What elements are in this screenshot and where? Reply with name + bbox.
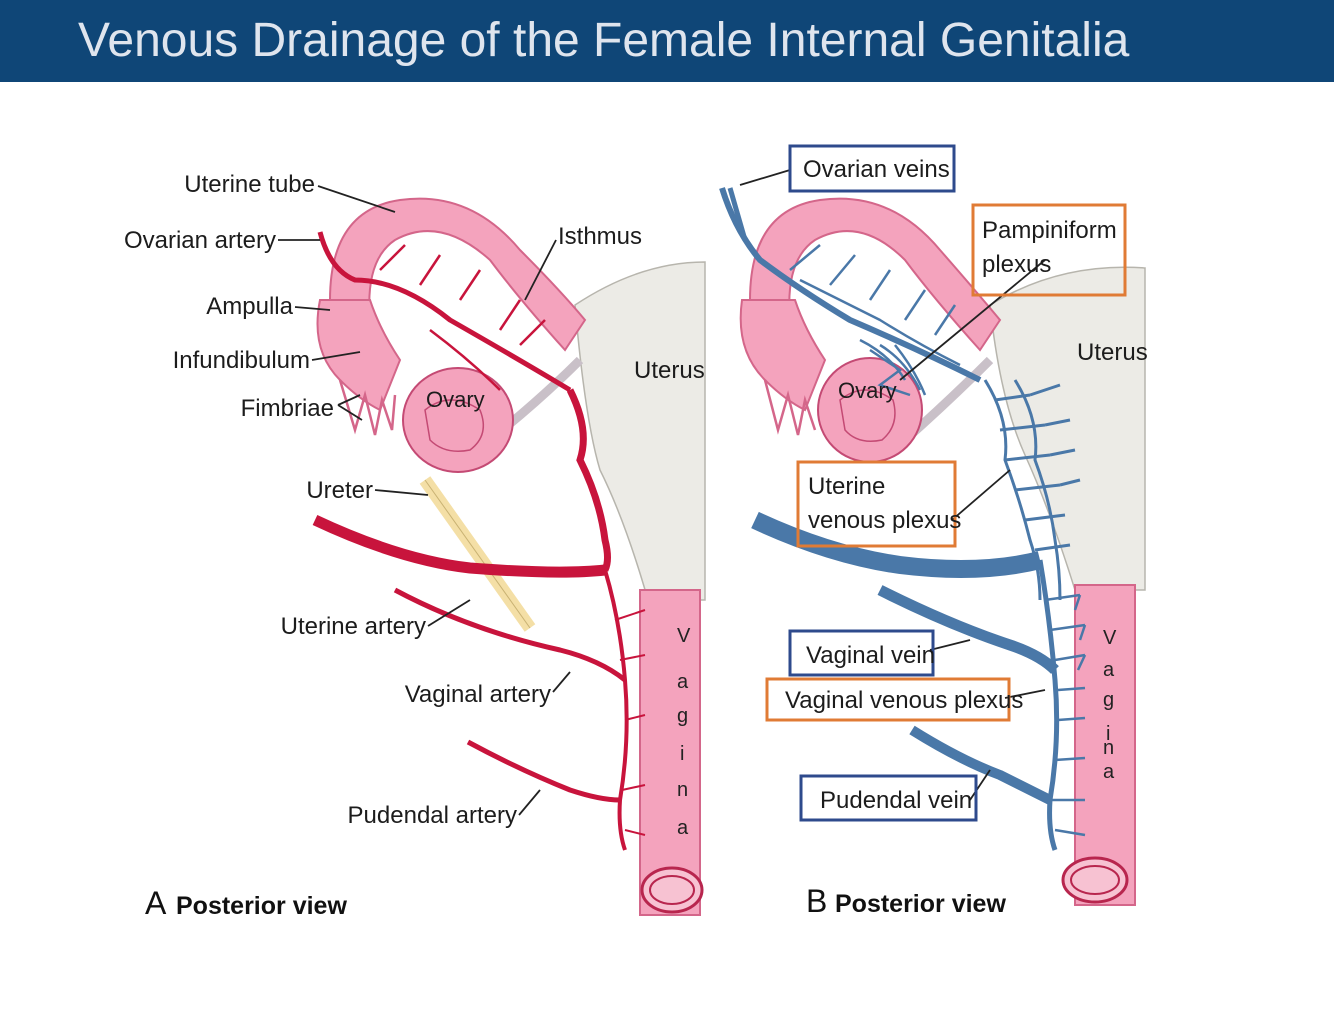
- box-pudendal-vein: [799, 774, 978, 822]
- uterine-artery-a: [312, 515, 606, 578]
- infundibulum-b: [739, 299, 827, 412]
- vagina-shape-b: [1074, 584, 1136, 906]
- view-label-b: Posterior view: [835, 890, 1006, 918]
- uterine-tube-b: [748, 197, 1002, 352]
- uterine-artery-ascending-a: [566, 388, 611, 572]
- svg-text:n: n: [677, 779, 688, 801]
- svg-text:n: n: [1103, 737, 1114, 759]
- ovarian-artery-a: [317, 231, 572, 393]
- svg-text:V: V: [1103, 627, 1117, 649]
- label-vaginal-artery: Vaginal artery: [405, 681, 551, 708]
- view-label-a: Posterior view: [176, 892, 347, 920]
- descending-vein-b: [1037, 559, 1060, 851]
- pampiniform-plexus: [789, 244, 961, 397]
- title-bar: Venous Drainage of the Female Internal G…: [0, 0, 1334, 82]
- label-ampulla: Ampulla: [206, 293, 293, 320]
- box-vaginal-vein: [788, 629, 935, 677]
- svg-text:a: a: [1103, 761, 1115, 783]
- descending-artery-a: [603, 569, 629, 851]
- vaginal-venous-plexus: [1044, 593, 1087, 837]
- label-ovarian-veins: Ovarian veins: [803, 156, 950, 183]
- box-ovarian-veins: [788, 144, 956, 193]
- label-vaginal-venous-plexus: Vaginal venous plexus: [785, 687, 1023, 714]
- label-pudendal-vein: Pudendal vein: [820, 787, 972, 814]
- label-pampiniform-1: Pampiniform: [982, 217, 1117, 244]
- label-ureter: Ureter: [306, 477, 373, 504]
- vagina-label-a: V a g i n a: [677, 625, 691, 839]
- svg-text:i: i: [1106, 723, 1110, 745]
- box-pampiniform: [971, 203, 1127, 297]
- svg-text:V: V: [677, 625, 691, 647]
- label-infundibulum: Infundibulum: [173, 347, 310, 374]
- label-uterine-tube: Uterine tube: [184, 171, 315, 198]
- panel-letter-a: A: [145, 885, 167, 921]
- fimbriae-b: [763, 379, 817, 436]
- label-uterus-a: Uterus: [634, 357, 705, 384]
- vagina-shape-a: [639, 589, 701, 916]
- fimbriae-a: [338, 379, 397, 436]
- label-uterus-b: Uterus: [1077, 339, 1148, 366]
- panel-b: Ovarian veins Pampiniform plexus Uterus …: [719, 144, 1148, 919]
- uterine-tube-a: [328, 197, 587, 352]
- box-uterine-venous: [796, 460, 957, 548]
- svg-text:g: g: [677, 705, 688, 727]
- svg-text:a: a: [677, 671, 689, 693]
- label-uterine-venous-2: venous plexus: [808, 507, 961, 534]
- panel-letter-b: B: [806, 883, 827, 919]
- vagina-opening-b: [1061, 856, 1129, 904]
- label-ovary-a: Ovary: [426, 387, 485, 412]
- label-vaginal-vein: Vaginal vein: [806, 642, 935, 669]
- vaginal-artery-a: [393, 587, 627, 682]
- svg-text:a: a: [1103, 659, 1115, 681]
- label-uterine-artery: Uterine artery: [281, 613, 426, 640]
- label-pampiniform-2: plexus: [982, 251, 1051, 278]
- label-fimbriae: Fimbriae: [241, 395, 334, 422]
- infundibulum-a: [316, 299, 402, 412]
- pudendal-vein-b: [909, 725, 1053, 805]
- box-vaginal-venous-plexus: [765, 677, 1011, 722]
- vaginal-vein-b: [877, 585, 1059, 675]
- label-ovary-b: Ovary: [838, 378, 897, 403]
- pudendal-artery-a: [466, 739, 621, 803]
- ovary-a: [402, 367, 514, 473]
- panel-a: Uterine tube Ovarian artery Ampulla Infu…: [124, 171, 706, 921]
- label-ovarian-artery: Ovarian artery: [124, 227, 276, 254]
- svg-text:g: g: [1103, 689, 1114, 711]
- svg-text:a: a: [677, 817, 689, 839]
- uterus-shape-a: [574, 261, 706, 601]
- vagina-label-b: V a g i n a: [1103, 627, 1117, 783]
- label-uterine-venous-1: Uterine: [808, 473, 885, 500]
- label-isthmus: Isthmus: [558, 223, 642, 250]
- slide-title: Venous Drainage of the Female Internal G…: [78, 14, 1130, 67]
- label-pudendal-artery: Pudendal artery: [348, 802, 517, 829]
- svg-text:i: i: [680, 743, 684, 765]
